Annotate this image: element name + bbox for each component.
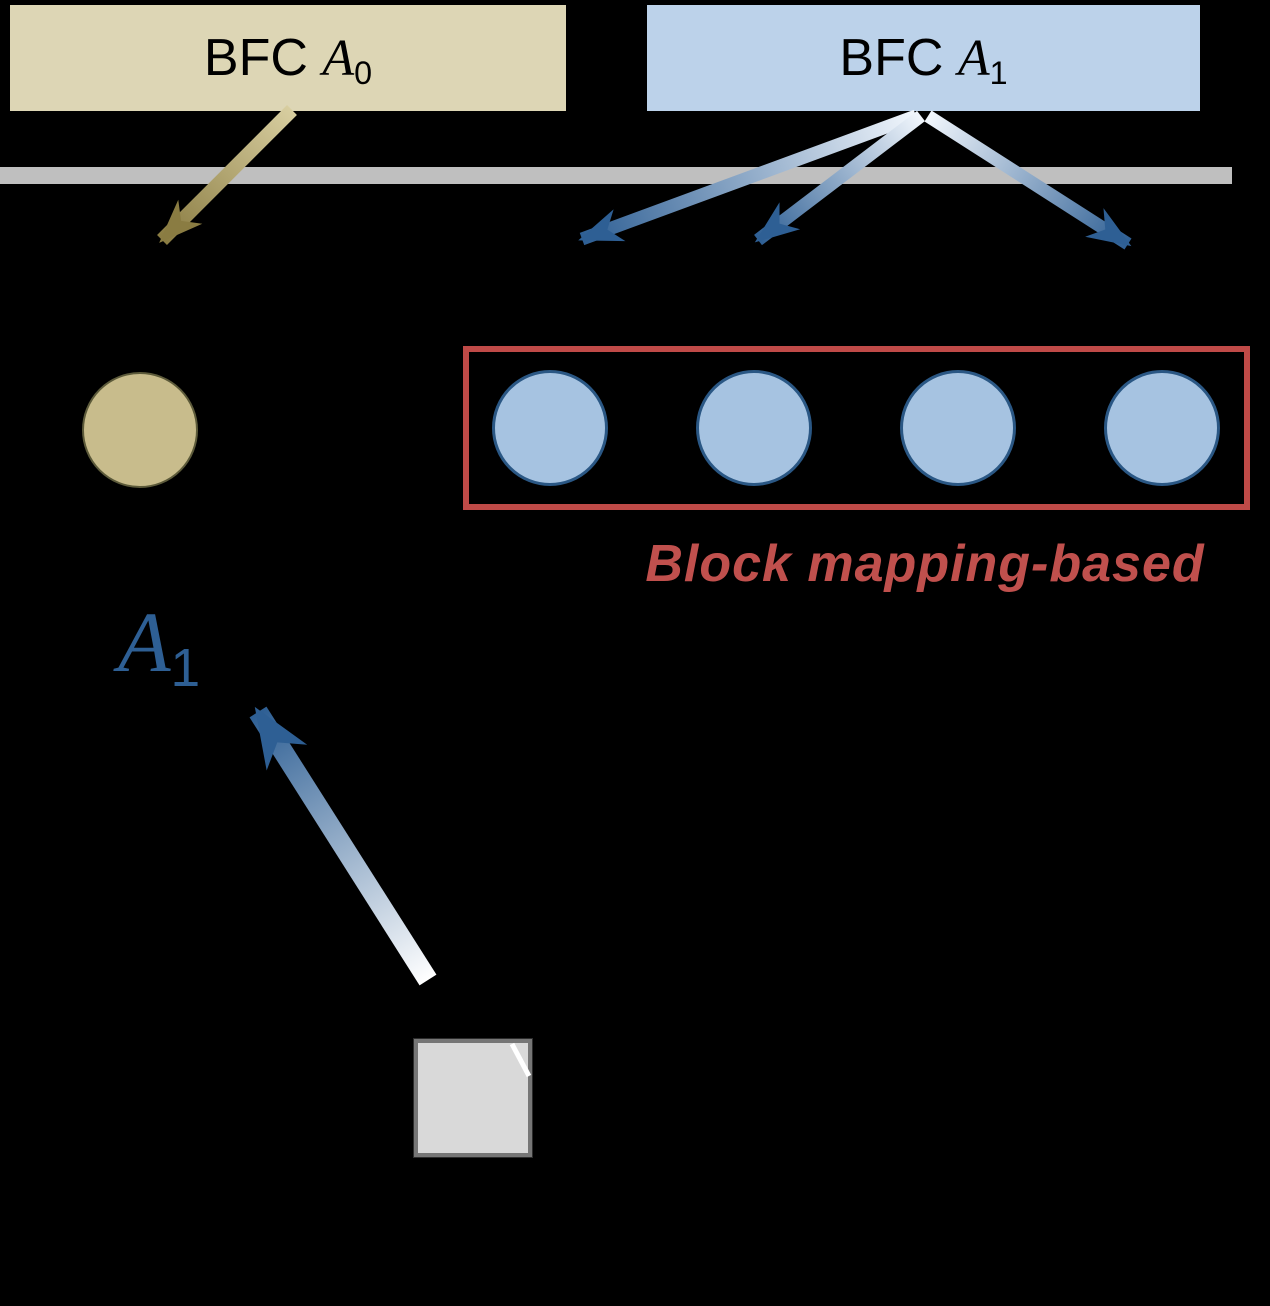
a1-variable: A — [118, 594, 171, 690]
bfc-a0-box: BFC A0 — [10, 5, 566, 111]
bfc-a1-label: BFC A1 — [839, 28, 1008, 92]
block-mapping-label: Block mapping-based — [645, 535, 1205, 593]
tan-block-circle — [82, 372, 198, 488]
bfc-a0-subscript: 0 — [354, 55, 373, 92]
blue-block-circle — [1104, 370, 1220, 486]
a1-subscript: 1 — [170, 638, 201, 698]
divider-bar — [0, 167, 1232, 184]
blue-block-circle — [492, 370, 608, 486]
blue-block-circle — [900, 370, 1016, 486]
bfc-a1-box: BFC A1 — [647, 5, 1200, 111]
a1-annotation: A1 — [118, 592, 200, 695]
bfc-a0-variable: A — [322, 30, 355, 87]
block-mapping-group-box — [463, 346, 1250, 510]
gray-source-square — [414, 1039, 532, 1157]
bfc-a0-prefix: BFC — [203, 29, 323, 87]
blue-arrow-up — [249, 706, 437, 986]
bfc-a1-subscript: 1 — [989, 55, 1008, 92]
blue-block-circle — [696, 370, 812, 486]
bfc-a1-variable: A — [957, 30, 990, 87]
bfc-a1-prefix: BFC — [839, 29, 958, 87]
bfc-a0-label: BFC A0 — [203, 28, 373, 92]
